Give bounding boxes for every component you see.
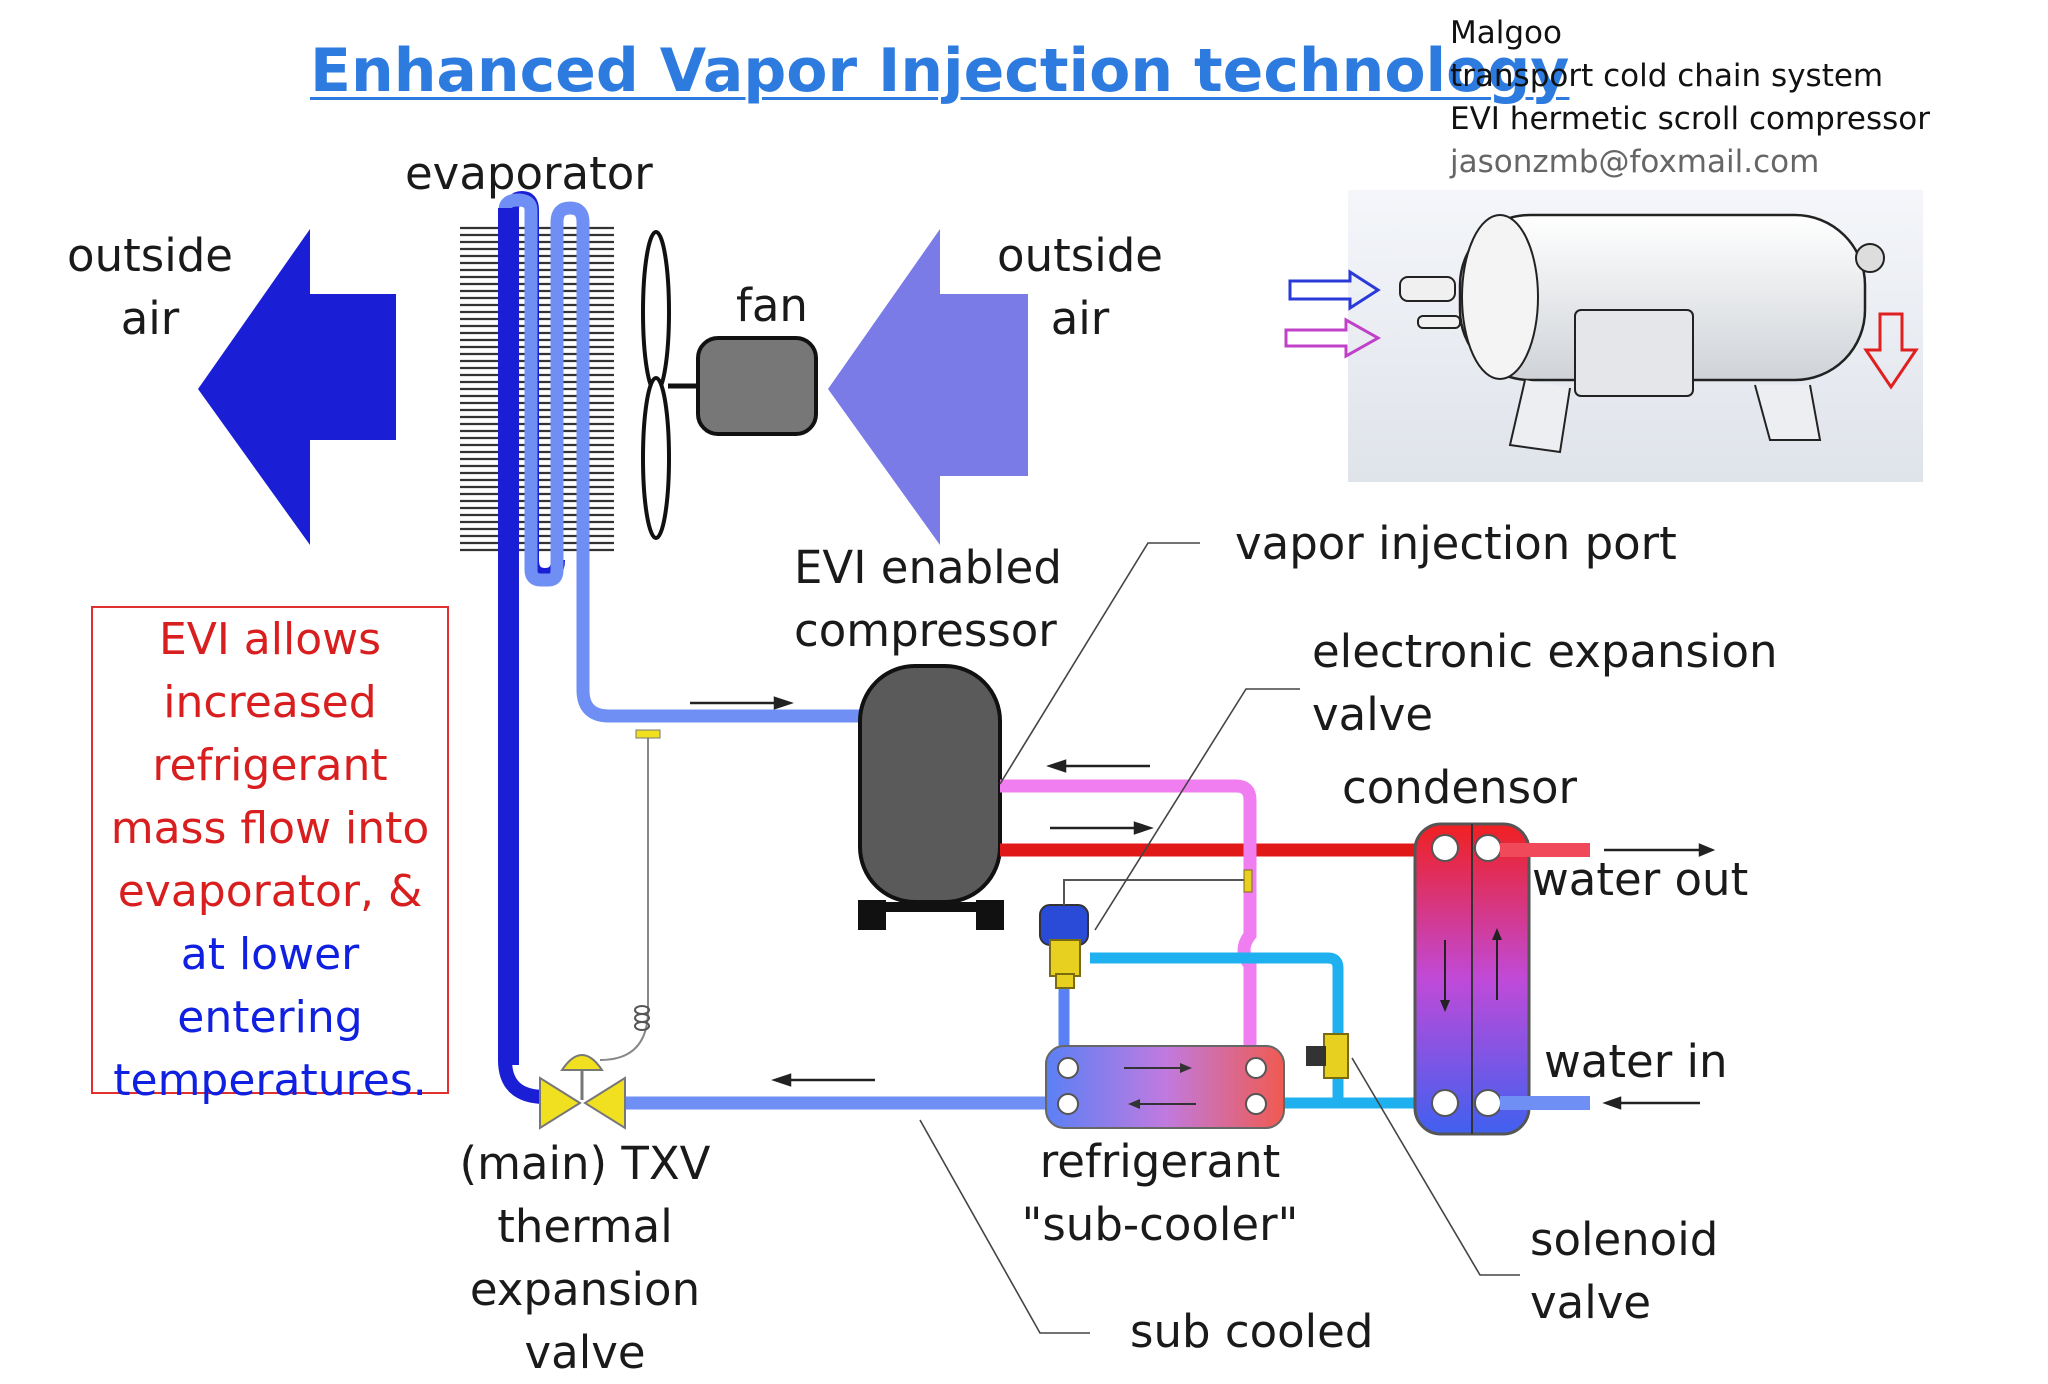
evi-note-line4: mass flow into <box>110 803 430 854</box>
evi-note-line3: refrigerant <box>152 740 388 791</box>
brand-line-product: EVI hermetic scroll compressor <box>1450 101 1930 137</box>
txv-label-line4: valve <box>524 1326 646 1379</box>
evi-note-line6: at lower <box>180 929 360 980</box>
outside-air-left-arrow <box>198 229 396 545</box>
water-out-label: water out <box>1532 853 1749 906</box>
water-in-label: water in <box>1544 1035 1728 1088</box>
fan-blade-bottom <box>641 376 671 540</box>
outside-air-right-arrow <box>828 229 1028 545</box>
outside-air-right-line1: outside <box>997 229 1163 282</box>
evi-note-line1: EVI allows <box>158 614 382 665</box>
vapor-injection-port-label: vapor injection port <box>1235 517 1677 570</box>
evaporator-label: evaporator <box>405 147 653 200</box>
compressor-body <box>858 664 1002 904</box>
txv-label-line3: expansion <box>469 1263 701 1316</box>
fan-motor <box>696 336 818 436</box>
subcooler-plate <box>1045 1045 1285 1129</box>
fan-label: fan <box>736 279 808 332</box>
solenoid-label-line2: valve <box>1530 1276 1652 1329</box>
brand-line-system: transport cold chain system <box>1450 58 1884 94</box>
eev-label: electronic expansion valve <box>1312 620 1778 746</box>
leader-vapor-injection <box>999 542 1200 785</box>
txv-sensing-line <box>599 731 649 1061</box>
leader-subcooled <box>919 1119 1090 1334</box>
sub-cooled-label: sub cooled <box>1130 1305 1374 1358</box>
outside-air-left-line2: air <box>120 292 180 345</box>
evi-note-line5: evaporator, & <box>117 866 423 917</box>
subcooler-label-line2: "sub-cooler" <box>1021 1198 1299 1251</box>
compressor-label-line2: compressor <box>794 604 1057 657</box>
compressor-label: EVI enabled compressor <box>794 536 1062 662</box>
photo-suction-arrow <box>1288 269 1381 311</box>
evi-note-box: EVI allows increased refrigerant mass fl… <box>91 606 449 1106</box>
evi-note-line7: entering <box>177 992 363 1043</box>
txv-label-line1: (main) TXV <box>459 1137 711 1190</box>
solenoid-label: solenoid valve <box>1530 1208 1718 1334</box>
leader-eev <box>1094 688 1300 931</box>
subcooler-label: refrigerant "sub-cooler" <box>1010 1130 1310 1256</box>
brand-name: Malgoo <box>1450 15 1562 51</box>
txv-label-line2: thermal <box>497 1200 673 1253</box>
subcooler-label-line1: refrigerant <box>1039 1135 1281 1188</box>
brand-email: jasonzmb@foxmail.com <box>1450 144 1820 180</box>
brand-block: Malgoo transport cold chain system EVI h… <box>1450 12 1930 184</box>
photo-discharge-arrow <box>1863 312 1919 390</box>
outside-air-right-label: outside air <box>990 224 1170 350</box>
solenoid-valve <box>1323 1033 1349 1079</box>
evi-note-line2: increased <box>163 677 377 728</box>
leader-solenoid <box>1351 1057 1520 1276</box>
eev-label-line2: valve <box>1312 688 1434 741</box>
compressor-photo <box>1284 190 1923 482</box>
page-title: Enhanced Vapor Injection technology <box>310 36 1570 106</box>
solenoid-label-line1: solenoid <box>1530 1213 1719 1266</box>
evi-note-line8: temperatures. <box>113 1055 427 1106</box>
txv-label: (main) TXV thermal expansion valve <box>440 1132 730 1384</box>
outside-air-left-label: outside air <box>60 224 240 350</box>
txv-valve-left <box>539 1076 582 1130</box>
compressor-label-line1: EVI enabled <box>794 541 1062 594</box>
fan-blade-top <box>641 230 671 394</box>
photo-injection-arrow <box>1284 317 1382 359</box>
eev-label-line1: electronic expansion <box>1312 625 1778 678</box>
outside-air-left-line1: outside <box>67 229 233 282</box>
condensor-label: condensor <box>1342 761 1578 814</box>
evaporator-dark-tube-loop <box>498 193 860 723</box>
txv-valve-right <box>583 1076 626 1130</box>
outside-air-right-line2: air <box>1050 292 1110 345</box>
eev-outlet-line <box>1090 952 1344 1100</box>
